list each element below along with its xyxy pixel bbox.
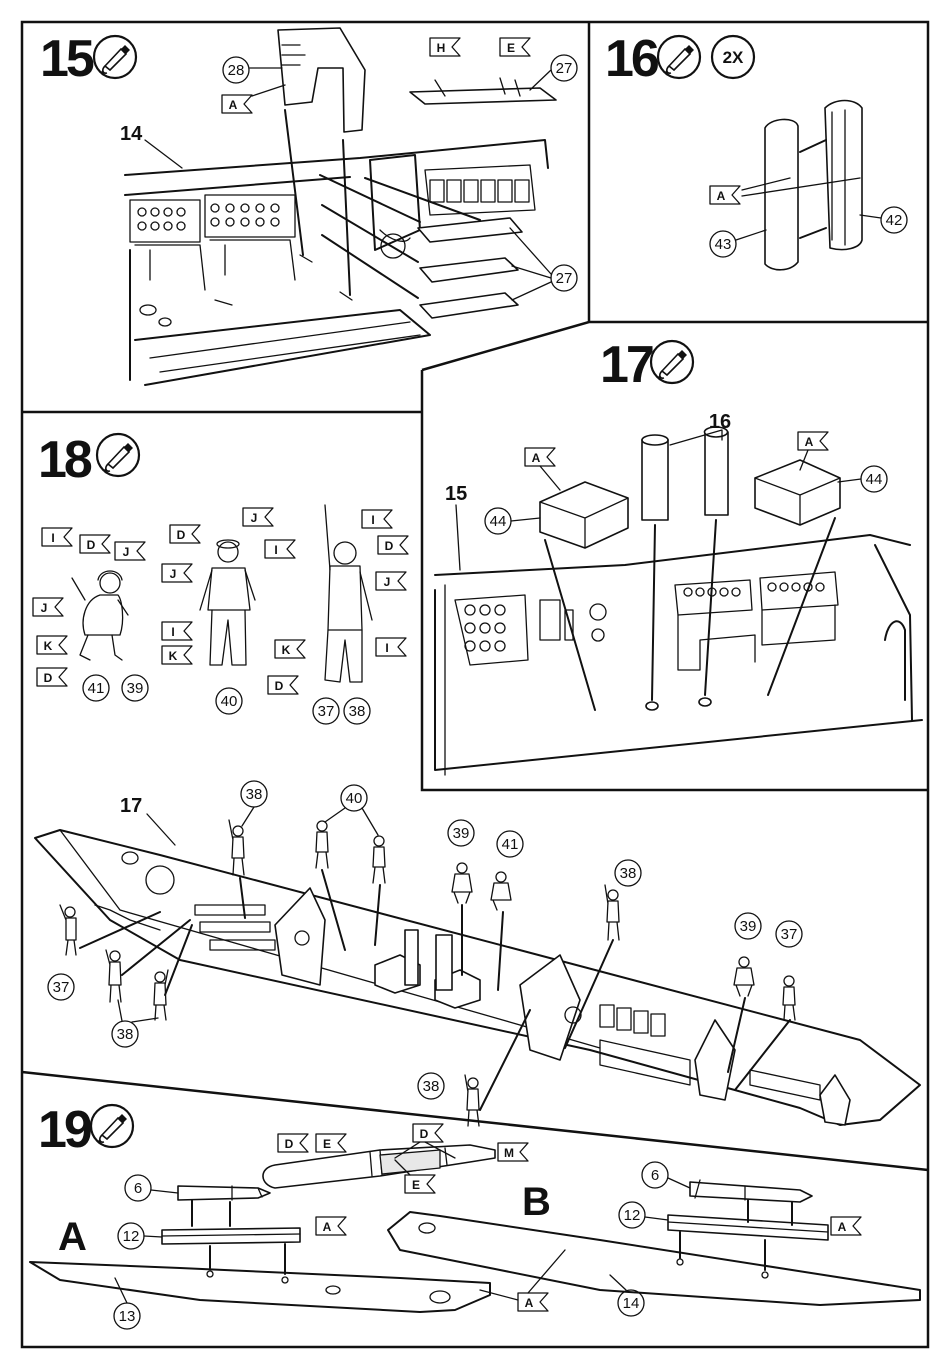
color-flag-J: J: [384, 575, 391, 589]
color-flag-A: A: [532, 451, 541, 465]
step-17: 17: [435, 336, 922, 775]
part-number: 27: [556, 60, 573, 77]
part-number: 44: [490, 513, 507, 530]
part-number: 39: [740, 918, 757, 935]
part-label: 14: [120, 123, 143, 145]
part-number: 14: [623, 1295, 640, 1312]
color-flag-D: D: [44, 671, 53, 685]
color-flag-K: K: [282, 643, 291, 657]
part-number: 44: [866, 471, 883, 488]
part-number: 38: [423, 1078, 440, 1095]
flags-figure-1: I D J J K D: [33, 528, 145, 686]
glue-tube-icon: [651, 341, 693, 383]
color-flag-I: I: [274, 543, 277, 557]
color-flag-H: H: [437, 41, 446, 55]
flags-figure-2: D J I J I K D: [162, 508, 298, 694]
color-flag-J: J: [251, 511, 258, 525]
color-flag-E: E: [323, 1137, 331, 1151]
glue-tube-icon: [97, 434, 139, 476]
color-flag-A: A: [805, 435, 814, 449]
color-flag-J: J: [170, 567, 177, 581]
color-flag-A: A: [323, 1220, 332, 1234]
step-18: 18 I D: [33, 431, 408, 724]
part-number: 37: [781, 926, 798, 943]
color-flag-I: I: [371, 513, 374, 527]
variant-label: A: [58, 1215, 87, 1259]
step-19: 19: [30, 1101, 920, 1329]
color-flag-I: I: [51, 531, 54, 545]
color-flag-M: M: [504, 1146, 514, 1160]
part-label: 17: [120, 795, 142, 817]
color-flag-D: D: [177, 528, 186, 542]
step-19-number: 19: [38, 1101, 91, 1159]
part-number: 12: [123, 1228, 140, 1245]
glue-tube-icon: [658, 36, 700, 78]
part-number: 13: [119, 1308, 136, 1325]
color-flag-I: I: [385, 641, 388, 655]
part-number: 43: [715, 236, 732, 253]
color-flag-D: D: [285, 1137, 294, 1151]
step-16: 16 2X A 43 42: [605, 30, 907, 270]
color-flag-K: K: [44, 639, 53, 653]
flags-figure-3: I D J K I: [275, 510, 408, 658]
part-number: 39: [127, 680, 144, 697]
step-17-number: 17: [600, 336, 653, 394]
color-flag-A: A: [525, 1296, 534, 1310]
part-number: 37: [318, 703, 335, 720]
step-16-number: 16: [605, 30, 659, 88]
color-flag-E: E: [412, 1178, 420, 1192]
color-flag-D: D: [87, 538, 96, 552]
color-flag-E: E: [507, 41, 515, 55]
variant-label: B: [522, 1180, 551, 1224]
glue-tube-icon: [91, 1105, 133, 1147]
color-flag-D: D: [420, 1127, 429, 1141]
part-number: 28: [228, 62, 245, 79]
step-15-number: 15: [40, 30, 94, 88]
step-18-number: 18: [38, 431, 92, 489]
part-number: 41: [88, 680, 105, 697]
glue-tube-icon: [94, 36, 136, 78]
part-number: 6: [651, 1167, 659, 1184]
color-flag-A: A: [838, 1220, 847, 1234]
part-number: 39: [453, 825, 470, 842]
part-number: 41: [502, 836, 519, 853]
color-flag-A: A: [717, 189, 726, 203]
part-number: 40: [346, 790, 363, 807]
part-number: 38: [349, 703, 366, 720]
part-number: 38: [117, 1026, 134, 1043]
color-flag-D: D: [385, 539, 394, 553]
color-flag-J: J: [41, 601, 48, 615]
color-flag-I: I: [171, 625, 174, 639]
part-number: 40: [221, 693, 238, 710]
part-number: 6: [134, 1180, 142, 1197]
part-number: 37: [53, 979, 70, 996]
part-number: 42: [886, 212, 903, 229]
part-number: 38: [246, 786, 263, 803]
hull-assembly: 17: [35, 781, 920, 1126]
color-flag-K: K: [169, 649, 178, 663]
part-number: 38: [620, 865, 637, 882]
color-flag-D: D: [275, 679, 284, 693]
step-15: 15: [40, 28, 577, 385]
multiplier-badge: 2X: [723, 48, 744, 67]
part-number: 12: [624, 1207, 641, 1224]
part-label: 16: [709, 411, 731, 433]
part-number: 27: [556, 270, 573, 287]
color-flag-A: A: [229, 98, 238, 112]
part-label: 15: [445, 483, 467, 505]
color-flag-J: J: [123, 545, 130, 559]
